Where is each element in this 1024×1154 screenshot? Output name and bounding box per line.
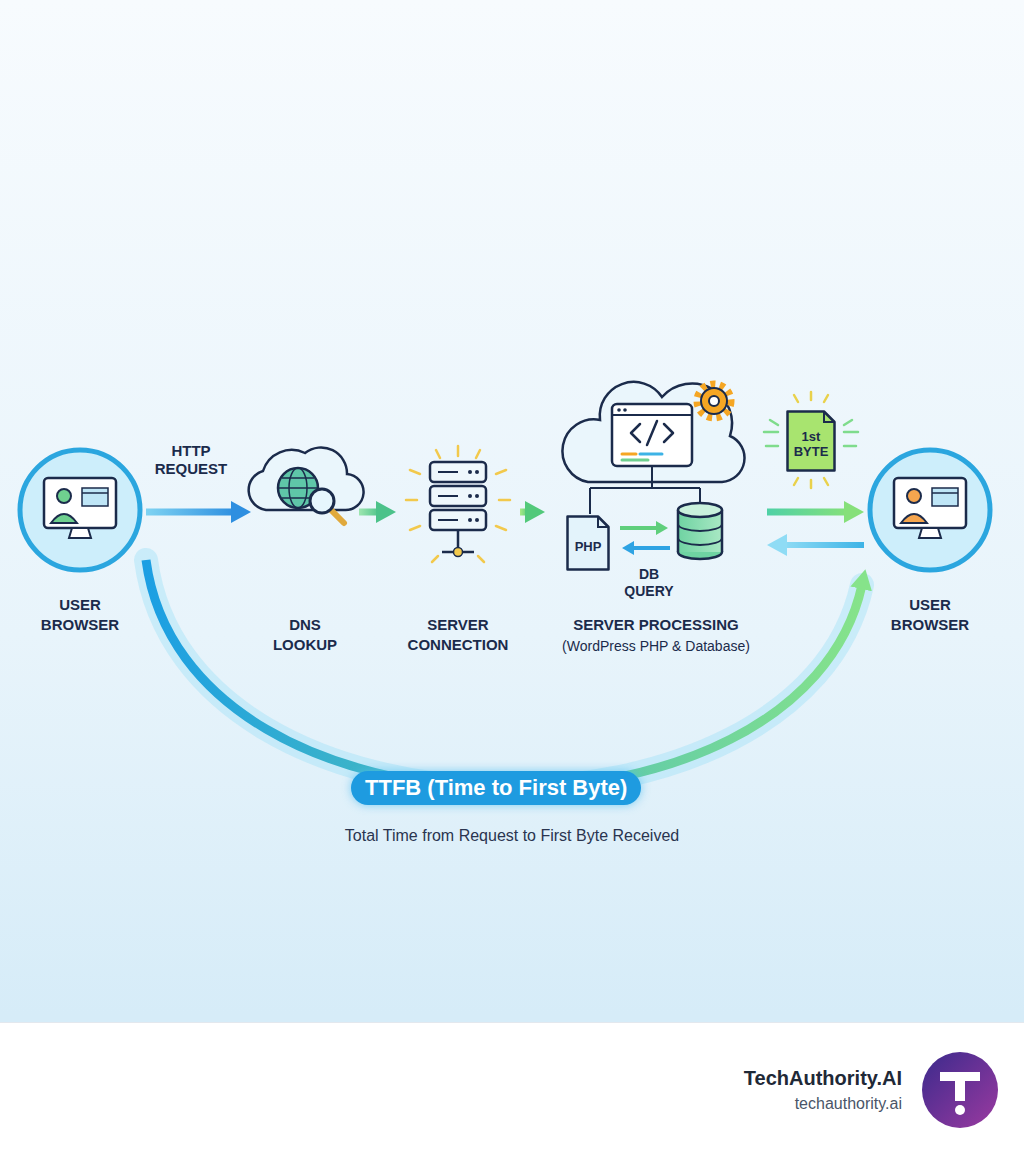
connector-line <box>520 509 529 516</box>
node-label: DNS LOOKUP <box>265 615 345 655</box>
file-fold <box>598 517 609 528</box>
text-group: SERVER PROCESSING (WordPress PHP & Databa… <box>551 615 761 656</box>
node-sublabel: (WordPress PHP & Database) <box>551 637 761 656</box>
arc-glow <box>146 560 862 788</box>
sparkle-lines <box>764 392 858 488</box>
node-label: PHP <box>575 539 602 554</box>
node-label: SERVER CONNECTION <box>402 615 514 655</box>
connector-line <box>146 509 235 516</box>
node-label: SERVER PROCESSING <box>551 615 761 635</box>
flow-arrow <box>359 512 380 513</box>
node-label: USER BROWSER <box>880 595 980 635</box>
text-group: DNS LOOKUP <box>265 615 345 655</box>
text-group: PHP <box>566 515 610 571</box>
response-arrow <box>767 512 848 513</box>
ttfb-label: TTFB (Time to First Byte) <box>351 771 641 805</box>
connector-line <box>783 542 864 548</box>
flow-arrow <box>520 512 529 513</box>
node-label: USER BROWSER <box>30 595 130 635</box>
ttfb-arc <box>146 560 862 788</box>
request-arrow <box>146 512 235 513</box>
edge-label: HTTP REQUEST <box>151 442 231 478</box>
browser-icon <box>870 450 990 570</box>
brand-logo <box>922 1052 998 1128</box>
server-icon <box>406 446 510 562</box>
file-outline <box>568 517 609 570</box>
text-group: SERVER CONNECTION <box>402 615 514 655</box>
return-arrow <box>783 545 864 546</box>
server-node: SERVER CONNECTION <box>400 440 516 655</box>
brand-name: TechAuthority.AI <box>600 1066 902 1090</box>
text-group: USER BROWSER <box>880 595 980 635</box>
connector-line <box>146 560 862 788</box>
file-outline <box>788 412 835 471</box>
dns-node: DNS LOOKUP <box>255 420 355 655</box>
first-byte-file: 1st BYTE <box>786 410 836 472</box>
text-group: 1st BYTE <box>786 410 836 472</box>
db-query-label: DB QUERY <box>620 566 678 600</box>
browser-node: USER BROWSER <box>18 445 142 635</box>
text-group: USER BROWSER <box>30 595 130 635</box>
ttfb-note: Total Time from Request to First Byte Re… <box>212 826 812 846</box>
brand-url: techauthority.ai <box>600 1094 902 1114</box>
file-fold <box>824 412 835 423</box>
processing-node: SERVER PROCESSING (WordPress PHP & Databa… <box>549 375 763 656</box>
browser-node: USER BROWSER <box>868 445 992 635</box>
browser-icon <box>20 450 140 570</box>
php-file: PHP <box>566 515 610 571</box>
connector-line <box>767 509 848 516</box>
node-label: 1st BYTE <box>789 429 833 459</box>
dns-icon <box>249 447 364 523</box>
connector-line <box>359 509 380 516</box>
